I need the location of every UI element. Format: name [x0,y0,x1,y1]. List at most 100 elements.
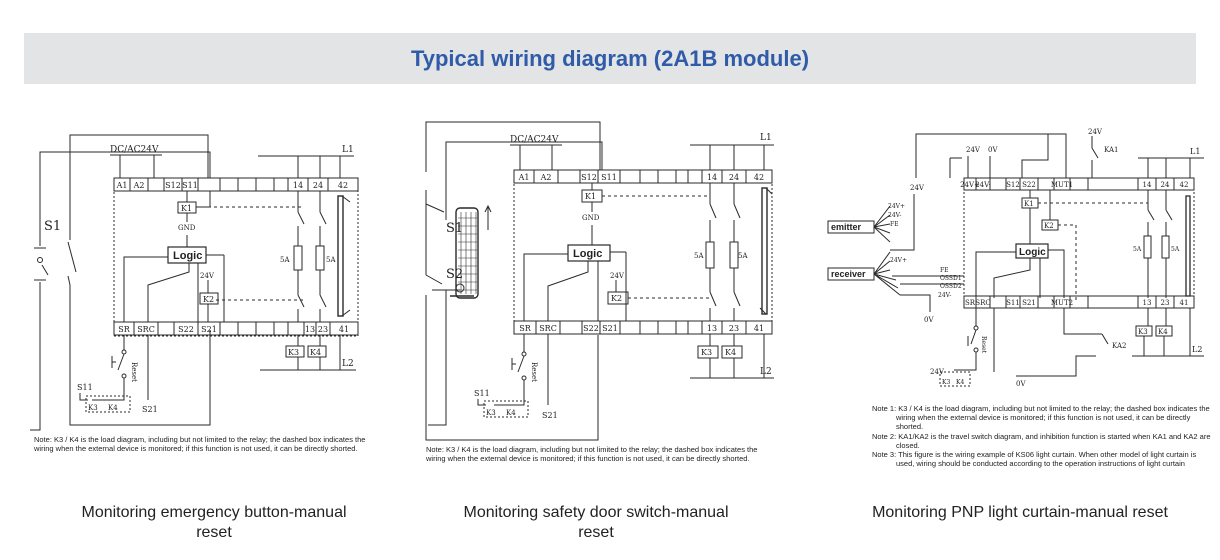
l2-label-3: L2 [1192,345,1202,354]
reset-label-2: Reset [530,362,538,382]
p1-bot-terminal: S22 [178,325,194,334]
logic-label: Logic [173,250,202,262]
k4-contact-2: K4 [506,409,516,417]
wire-2: 24V- [888,212,901,219]
l2-label: L2 [342,359,354,369]
k1-label: K1 [181,204,192,213]
k4-label: K4 [310,348,321,357]
lc-24v-mid: 24V [910,184,925,192]
caption-1-text: Monitoring emergency button-manual reset [81,504,347,541]
p2-top-terminal: 14 [707,173,717,182]
s1-label-2: S1 [446,221,463,236]
supply-label-2: DC/AC24V [510,135,559,145]
p3-top-terminal: 42 [1180,181,1189,189]
s11-label: S11 [77,383,93,392]
note-2: Note: K3 / K4 is the load diagram, inclu… [426,445,766,463]
s1-label: S1 [44,219,61,234]
l1-label-3: L1 [1190,147,1200,156]
p3-top-terminal: 14 [1143,181,1152,189]
p3-bot-terminal: 13 [1143,299,1152,307]
reset-label: Reset [130,362,138,382]
note-3: Note 1: K3 / K4 is the load diagram, inc… [872,404,1216,468]
p1-bot-terminal: 23 [318,325,328,334]
k1-label-2: K1 [585,192,596,201]
k1-label-3: K1 [1024,200,1034,208]
l1-label-2: L1 [760,133,772,143]
k4-contact: K4 [108,404,118,412]
wire-1: 24V+ [888,203,905,210]
l1-label: L1 [342,145,354,155]
p1-top-strip [113,177,359,192]
p3-top-terminal: S22 [1022,181,1036,189]
p3-bot-terminal: S21 [1022,299,1036,307]
l2-label-2: L2 [760,367,772,377]
lc-0v-top: 0V [988,146,998,154]
lc-24v-top: 24V [966,146,981,154]
p3-top-strip [963,177,1195,191]
p2-top-terminal: S11 [601,173,617,182]
lc-24v-ka1: 24V [1088,128,1103,136]
p3-bot-terminal: 41 [1180,299,1189,307]
p3-top-terminal: 24 [1161,181,1170,189]
k4-label-2: K4 [725,348,736,357]
p3-bot-terminal: SR [965,299,976,307]
p2-bot-terminal: S22 [583,324,599,333]
fuse-label-2: 5A [326,256,336,264]
p3-bot-terminal: S11 [1006,299,1020,307]
wire-5: FE [940,267,949,274]
k3-label: K3 [288,348,299,357]
s21-label: S21 [142,405,158,414]
p1-bot-strip [113,321,359,336]
p2-bot-terminal: 23 [729,324,739,333]
fuse-label-4: 5A [738,252,748,260]
reset-label-3: Reset [980,336,987,354]
p2-bot-terminal: SR [519,324,531,333]
p1-top-terminal: 24 [313,181,323,190]
logic-label-3: Logic [1019,247,1046,258]
p1-bot-terminal: 13 [305,325,315,334]
page-title: Typical wiring diagram (2A1B module) [410,46,810,71]
k3-label-3: K3 [1138,328,1148,336]
p2-bot-terminal: SRC [539,324,557,333]
gnd-label: GND [178,224,196,232]
p3-bot-terminal: SRC [975,299,990,307]
s2-label: S2 [446,267,463,282]
gnd-label-2: GND [582,214,600,222]
p3-top-terminal: S12 [1006,181,1020,189]
wire-4: 24V+ [890,257,907,264]
p2-bot-terminal: S21 [602,324,618,333]
s11-label-2: S11 [474,389,490,398]
k3-contact: K3 [88,404,98,412]
p1-bot-terminal: 41 [339,325,349,334]
p2-bot-strip [513,320,773,335]
ka1-label: KA1 [1104,146,1118,154]
lc-24v-bot: 24V [930,368,945,376]
p3-top-terminal: MUT1 [1051,181,1073,189]
p3-bot-terminal: MUT2 [1051,299,1073,307]
k4-label-3: K4 [1158,328,1168,336]
p2-top-terminal: A2 [540,173,552,182]
p2-top-terminal: 42 [754,173,764,182]
k2-label-2: K2 [611,294,622,303]
p3-top-terminal: 24V+ [960,181,980,189]
fuse-label-3: 5A [694,252,704,260]
caption-3-text: Monitoring PNP light curtain-manual rese… [872,504,1168,521]
fuse-label-1: 5A [280,256,290,264]
receiver-label: receiver [831,269,866,279]
p2-top-terminal: A1 [518,173,530,182]
title-bar: Typical wiring diagram (2A1B module) [24,33,1196,84]
p1-top-terminal: S12 [165,181,181,190]
wire-8: 24V- [938,292,951,299]
caption-1: Monitoring emergency button-manual reset [64,503,364,543]
p2-top-strip [513,169,773,184]
